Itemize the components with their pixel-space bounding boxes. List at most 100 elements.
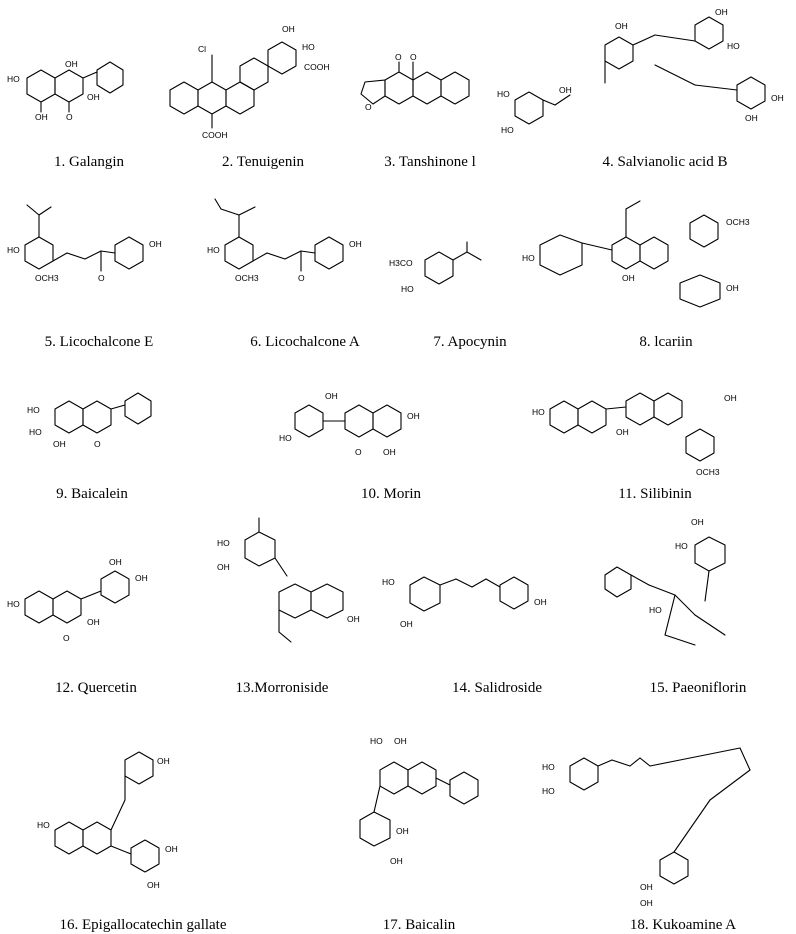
svg-text:OH: OH: [640, 882, 653, 892]
svg-text:HO: HO: [501, 125, 514, 135]
structure-licochalcone-e: HO OCH3 OH O: [7, 204, 162, 283]
svg-text:OH: OH: [616, 427, 629, 437]
svg-text:HO: HO: [522, 253, 535, 263]
svg-text:O: O: [98, 273, 105, 283]
svg-text:OH: OH: [724, 393, 737, 403]
svg-text:HO: HO: [29, 427, 42, 437]
caption-12: 12. Quercetin: [55, 680, 137, 696]
svg-text:O: O: [365, 102, 372, 112]
caption-16: 16. Epigallocatechin gallate: [59, 917, 227, 933]
svg-text:OH: OH: [109, 557, 122, 567]
structure-licochalcone-a: HO OCH3 OH O: [207, 198, 362, 283]
svg-text:H3CO: H3CO: [389, 258, 413, 268]
svg-text:OH: OH: [615, 21, 628, 31]
svg-text:OH: OH: [147, 880, 160, 890]
svg-text:OCH3: OCH3: [235, 273, 259, 283]
svg-text:OH: OH: [282, 24, 295, 34]
svg-text:OH: OH: [400, 619, 413, 629]
svg-text:OH: OH: [325, 391, 338, 401]
svg-text:OH: OH: [726, 283, 739, 293]
svg-text:HO: HO: [217, 538, 230, 548]
svg-text:OH: OH: [149, 239, 162, 249]
svg-text:OH: OH: [87, 617, 100, 627]
structure-apocynin: H3CO HO: [389, 241, 482, 294]
svg-text:OH: OH: [407, 411, 420, 421]
svg-text:OH: OH: [640, 898, 653, 908]
svg-text:HO: HO: [7, 599, 20, 609]
svg-text:OH: OH: [745, 113, 758, 123]
svg-text:OCH3: OCH3: [726, 217, 750, 227]
caption-15: 15. Paeoniflorin: [649, 680, 747, 696]
svg-text:OH: OH: [157, 756, 170, 766]
svg-text:OH: OH: [65, 59, 78, 69]
svg-text:HO: HO: [675, 541, 688, 551]
structure-salidroside: HO OH OH: [382, 576, 547, 629]
svg-text:OH: OH: [347, 614, 360, 624]
caption-10: 10. Morin: [361, 486, 421, 502]
svg-text:HO: HO: [542, 762, 555, 772]
svg-text:HO: HO: [497, 89, 510, 99]
caption-5: 5. Licochalcone E: [44, 334, 154, 350]
caption-14: 14. Salidroside: [452, 680, 542, 696]
caption-17: 17. Baicalin: [382, 917, 456, 933]
svg-text:OH: OH: [165, 844, 178, 854]
structure-tenuigenin: Cl OH HO COOH COOH: [169, 24, 330, 140]
svg-text:OH: OH: [349, 239, 362, 249]
svg-text:HO: HO: [532, 407, 545, 417]
structure-salvianolic-b: OH OH HO HO HO OH OH OH: [497, 7, 784, 135]
structure-baicalin: HO OH OH OH: [359, 736, 479, 866]
caption-9: 9. Baicalein: [56, 486, 128, 502]
structure-tanshinone: O O O: [360, 52, 470, 112]
svg-text:HO: HO: [302, 42, 315, 52]
caption-7: 7. Apocynin: [433, 334, 507, 350]
svg-text:OH: OH: [534, 597, 547, 607]
svg-text:OH: OH: [383, 447, 396, 457]
svg-text:O: O: [410, 52, 417, 62]
caption-1: 1. Galangin: [54, 154, 124, 170]
svg-text:OH: OH: [559, 85, 572, 95]
svg-text:OH: OH: [622, 273, 635, 283]
svg-text:HO: HO: [401, 284, 414, 294]
svg-text:OCH3: OCH3: [696, 467, 720, 477]
svg-text:HO: HO: [542, 786, 555, 796]
svg-text:OH: OH: [771, 93, 784, 103]
structure-morroniside: HO OH OH: [217, 517, 360, 643]
caption-4: 4. Salvianolic acid B: [602, 154, 728, 170]
svg-text:OCH3: OCH3: [35, 273, 59, 283]
svg-text:OH: OH: [715, 7, 728, 17]
caption-2: 2. Tenuigenin: [222, 154, 304, 170]
svg-text:HO: HO: [370, 736, 383, 746]
svg-text:OH: OH: [53, 439, 66, 449]
structure-morin: HO OH OH OH O: [279, 391, 420, 457]
structure-kukoamine-a: HO HO OH OH: [542, 747, 751, 908]
svg-text:HO: HO: [7, 74, 20, 84]
svg-text:OH: OH: [396, 826, 409, 836]
svg-text:Cl: Cl: [198, 44, 206, 54]
structure-silibinin: HO OH OH OCH3: [532, 392, 737, 477]
svg-text:OH: OH: [87, 92, 100, 102]
svg-text:OH: OH: [35, 112, 48, 122]
svg-text:OH: OH: [394, 736, 407, 746]
caption-11: 11. Silibinin: [618, 486, 692, 502]
svg-text:O: O: [94, 439, 101, 449]
structure-paeoniflorin: HO OH HO: [604, 517, 726, 646]
structure-quercetin: HO OH OH OH O: [7, 557, 148, 643]
caption-18: 18. Kukoamine A: [629, 917, 737, 933]
svg-text:HO: HO: [37, 820, 50, 830]
svg-text:OH: OH: [390, 856, 403, 866]
svg-text:HO: HO: [207, 245, 220, 255]
svg-text:OH: OH: [691, 517, 704, 527]
svg-text:COOH: COOH: [304, 62, 330, 72]
svg-text:COOH: COOH: [202, 130, 228, 140]
caption-8: 8. lcariin: [639, 334, 693, 350]
caption-3: 3. Tanshinone l: [384, 154, 476, 170]
structure-galangin: OH HO OH OH O: [7, 59, 124, 122]
caption-13: 13.Morroniside: [235, 680, 329, 696]
svg-text:O: O: [355, 447, 362, 457]
svg-text:HO: HO: [7, 245, 20, 255]
svg-text:OH: OH: [135, 573, 148, 583]
svg-text:HO: HO: [27, 405, 40, 415]
structure-baicalein: HO HO OH O: [27, 392, 152, 449]
structure-icariin: OCH3 HO OH OH: [522, 200, 750, 308]
svg-text:HO: HO: [279, 433, 292, 443]
